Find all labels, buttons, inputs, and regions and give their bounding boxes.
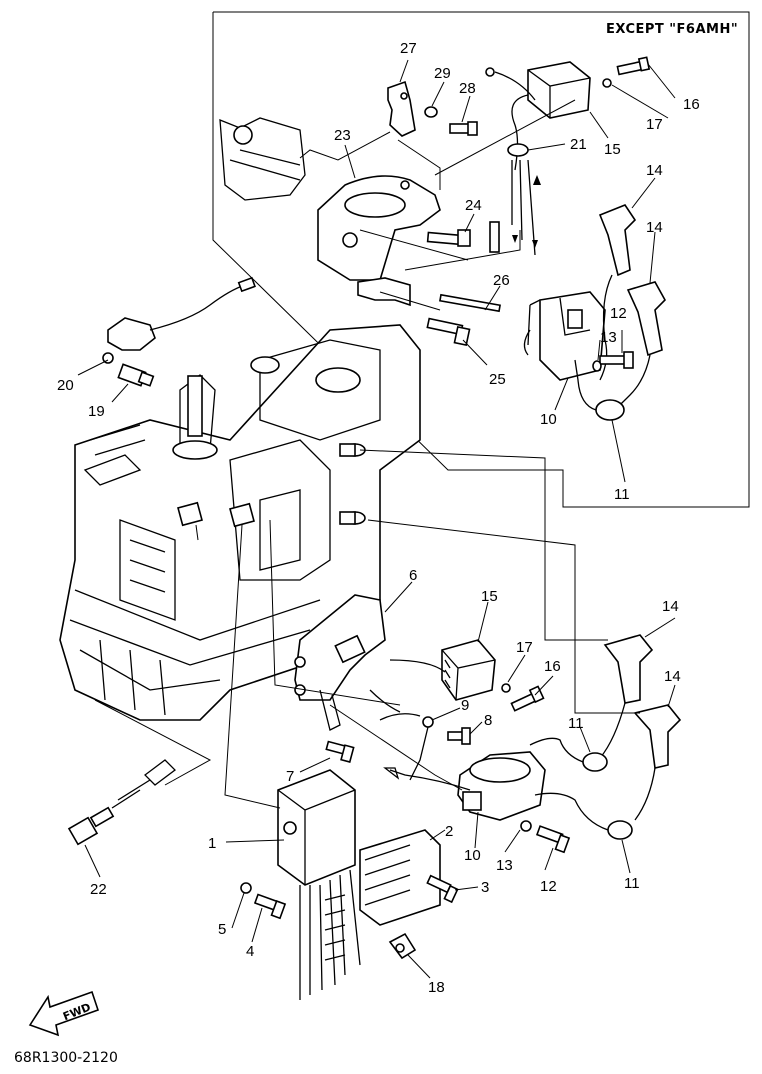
callout-14-a: 14 (662, 598, 679, 615)
callout-16-inset: 16 (683, 96, 700, 113)
part-12-inset-bolt (599, 351, 634, 369)
callout-15: 15 (481, 588, 498, 605)
harness-connectors (324, 894, 346, 961)
callout-12: 12 (540, 878, 557, 895)
part-11-inset-lead (574, 359, 625, 421)
part-3-bolt (426, 874, 459, 904)
callout-10: 10 (464, 847, 481, 864)
part-28-bolt (449, 121, 478, 136)
part-6-base-plate (294, 594, 386, 731)
sleeve (489, 221, 500, 253)
callout-24: 24 (465, 197, 482, 214)
part-1-cdi-unit (277, 769, 356, 886)
callout-14-inset-a: 14 (646, 162, 663, 179)
callout-20: 20 (57, 377, 74, 394)
callout-11-inset: 11 (614, 486, 630, 503)
callout-4: 4 (246, 943, 254, 960)
callout-11-b: 11 (624, 875, 640, 892)
callout-23: 23 (334, 127, 351, 144)
part-2-relay (359, 829, 441, 926)
part-26-tie (439, 293, 501, 313)
part-24-bolt (426, 229, 471, 247)
callout-26: 26 (493, 272, 510, 289)
inset-engine-fragment (219, 117, 306, 201)
part-25-bolt (426, 317, 471, 347)
callout-25: 25 (489, 371, 506, 388)
callout-3: 3 (481, 879, 489, 896)
callout-8: 8 (484, 712, 492, 729)
callout-6: 6 (409, 567, 417, 584)
part-15-rectifier (441, 639, 496, 701)
callout-9: 9 (461, 697, 469, 714)
part-4-bolt (253, 893, 287, 920)
callout-15-inset: 15 (604, 141, 621, 158)
part-14-inset-cap-b (611, 281, 666, 413)
harness-6 (369, 659, 446, 721)
part-14-cap-a (529, 634, 654, 772)
callout-28: 28 (459, 80, 476, 97)
callout-29: 29 (434, 65, 451, 82)
callout-21: 21 (570, 136, 587, 153)
part-16-bolt (510, 685, 545, 712)
part-8-bolt (447, 727, 471, 745)
drawing-code: 68R1300-2120 (14, 1050, 118, 1066)
callout-16: 16 (544, 658, 561, 675)
callout-1: 1 (208, 835, 216, 852)
part-18-connector (388, 932, 417, 960)
callout-13: 13 (496, 857, 513, 874)
callout-5: 5 (218, 921, 226, 938)
callout-22: 22 (90, 881, 107, 898)
callout-2: 2 (445, 823, 453, 840)
part-14-inset-cap-a (598, 204, 637, 381)
engine-block (59, 324, 421, 721)
harness-1 (299, 869, 361, 1000)
part-9-terminal (409, 716, 434, 781)
clamp-plate (357, 277, 411, 307)
part-13-washer (520, 820, 532, 832)
callout-numbers: 27 29 28 16 17 21 15 23 14 24 14 26 12 1… (57, 40, 700, 996)
callout-11-a: 11 (568, 715, 584, 732)
callout-10-inset: 10 (540, 411, 557, 428)
part-5-washer (240, 882, 252, 894)
part-29-washer (424, 106, 438, 118)
part-10-inset-coil (523, 291, 606, 381)
part-15-inset-rectifier (485, 61, 591, 171)
part-17-washer (501, 683, 511, 693)
callout-19: 19 (88, 403, 105, 420)
part-13-inset-washer (592, 360, 602, 372)
leader-lines (77, 59, 676, 979)
callout-17: 17 (516, 639, 533, 656)
callout-18: 18 (428, 979, 445, 996)
callout-12-inset: 12 (610, 305, 627, 322)
fwd-arrow (28, 990, 100, 1037)
callout-17-inset: 17 (646, 116, 663, 133)
part-23-bracket (317, 175, 441, 281)
callout-13-inset: 13 (600, 329, 617, 346)
callout-7: 7 (286, 768, 294, 785)
part-27-clamp (387, 80, 416, 137)
inset-label: EXCEPT "F6AMH" (606, 22, 738, 37)
part-14-cap-b (534, 704, 682, 840)
part-22-sensor (67, 759, 176, 846)
part-20-sensor (102, 276, 256, 364)
callout-14-b: 14 (664, 668, 681, 685)
part-7-bolt (325, 740, 355, 764)
part-16-inset-bolt (616, 56, 651, 76)
callout-27: 27 (400, 40, 417, 57)
part-10-coil (383, 751, 546, 821)
part-21-cable-clamp (507, 143, 541, 256)
part-19-sensor (117, 363, 155, 387)
part-17-inset-washer (602, 78, 612, 88)
part-12-bolt (535, 825, 571, 854)
callout-14-inset-b: 14 (646, 219, 663, 236)
